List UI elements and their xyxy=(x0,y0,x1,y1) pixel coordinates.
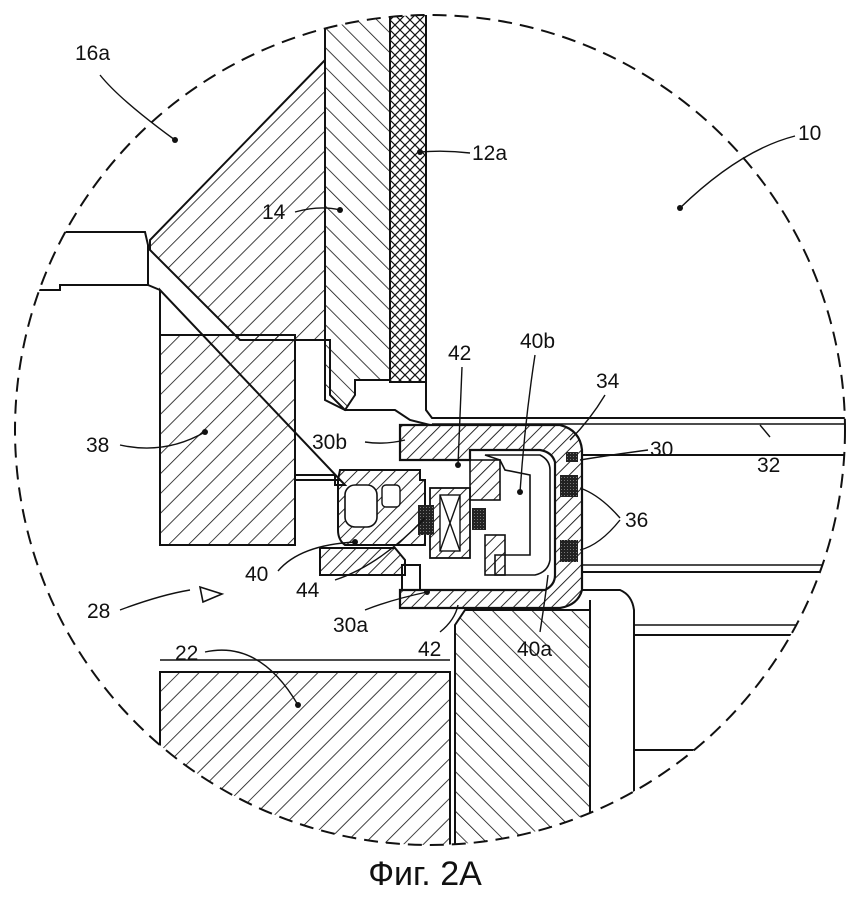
seal-pad-36a xyxy=(560,475,578,497)
label-16a: 16a xyxy=(75,42,110,65)
label-34: 34 xyxy=(596,370,620,393)
label-38: 38 xyxy=(86,434,109,457)
label-32: 32 xyxy=(757,454,780,477)
label-36: 36 xyxy=(625,509,648,532)
label-42-top: 42 xyxy=(448,342,471,365)
seal-pad xyxy=(472,508,486,530)
label-14: 14 xyxy=(262,201,286,224)
leaders xyxy=(99,74,796,708)
label-12a: 12a xyxy=(472,142,507,165)
label-30a: 30a xyxy=(333,614,368,637)
figure-caption: Фиг. 2А xyxy=(368,855,482,893)
label-42-bottom: 42 xyxy=(418,638,441,661)
label-30: 30 xyxy=(650,438,673,461)
part-30-housing xyxy=(398,423,584,610)
part-12a xyxy=(389,15,427,383)
seal-pad xyxy=(418,505,434,535)
label-44: 44 xyxy=(296,579,320,602)
label-40b: 40b xyxy=(520,330,555,353)
label-10: 10 xyxy=(798,122,821,145)
label-40: 40 xyxy=(245,563,268,586)
label-30b: 30b xyxy=(312,431,347,454)
label-28: 28 xyxy=(87,600,110,623)
label-40a: 40a xyxy=(517,638,552,661)
part-38 xyxy=(159,334,296,546)
part-14 xyxy=(324,15,391,412)
seal-pad-36b xyxy=(560,540,578,562)
part-40 xyxy=(319,547,406,576)
label-22: 22 xyxy=(175,642,198,665)
